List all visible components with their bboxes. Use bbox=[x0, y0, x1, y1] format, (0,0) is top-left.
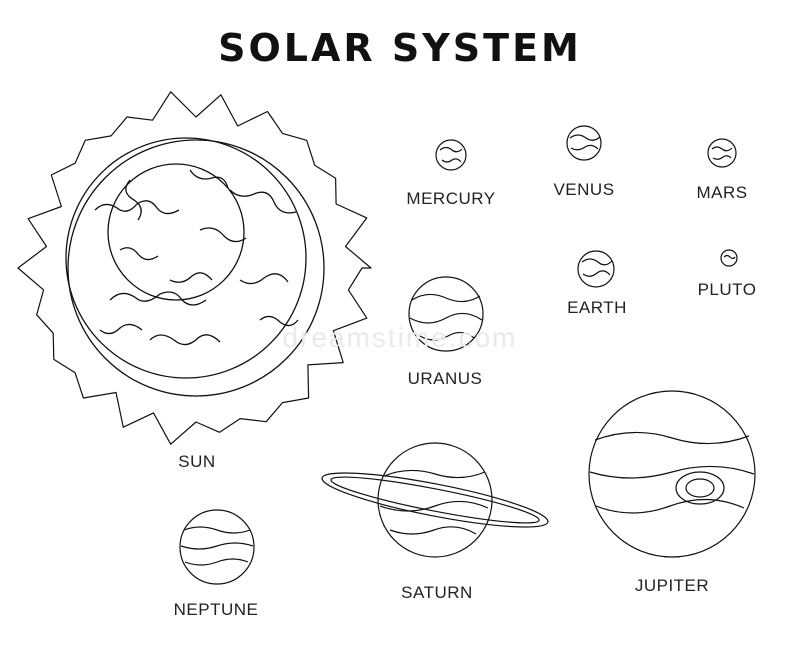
label-venus: VENUS bbox=[553, 180, 615, 199]
mercury-icon bbox=[435, 139, 467, 171]
jupiter-icon bbox=[588, 390, 756, 558]
sun-icon bbox=[65, 137, 325, 397]
label-sun: SUN bbox=[178, 452, 216, 471]
label-pluto: PLUTO bbox=[697, 280, 757, 299]
label-jupiter: JUPITER bbox=[634, 576, 710, 595]
label-saturn: SATURN bbox=[401, 583, 473, 602]
label-neptune: NEPTUNE bbox=[173, 600, 259, 619]
neptune-icon bbox=[179, 509, 255, 585]
label-mars: MARS bbox=[696, 183, 748, 202]
earth-icon bbox=[577, 250, 615, 288]
saturn-icon bbox=[321, 442, 549, 558]
pluto-icon bbox=[720, 249, 738, 267]
venus-icon bbox=[566, 125, 602, 161]
watermark: dreamstime.com bbox=[282, 322, 518, 353]
mars-icon bbox=[707, 138, 737, 168]
label-mercury: MERCURY bbox=[406, 189, 496, 208]
page-title: SOLAR SYSTEM bbox=[218, 26, 582, 70]
uranus-icon bbox=[408, 276, 484, 352]
sun-flames bbox=[17, 91, 372, 445]
label-earth: EARTH bbox=[567, 298, 627, 317]
label-uranus: URANUS bbox=[407, 369, 483, 388]
